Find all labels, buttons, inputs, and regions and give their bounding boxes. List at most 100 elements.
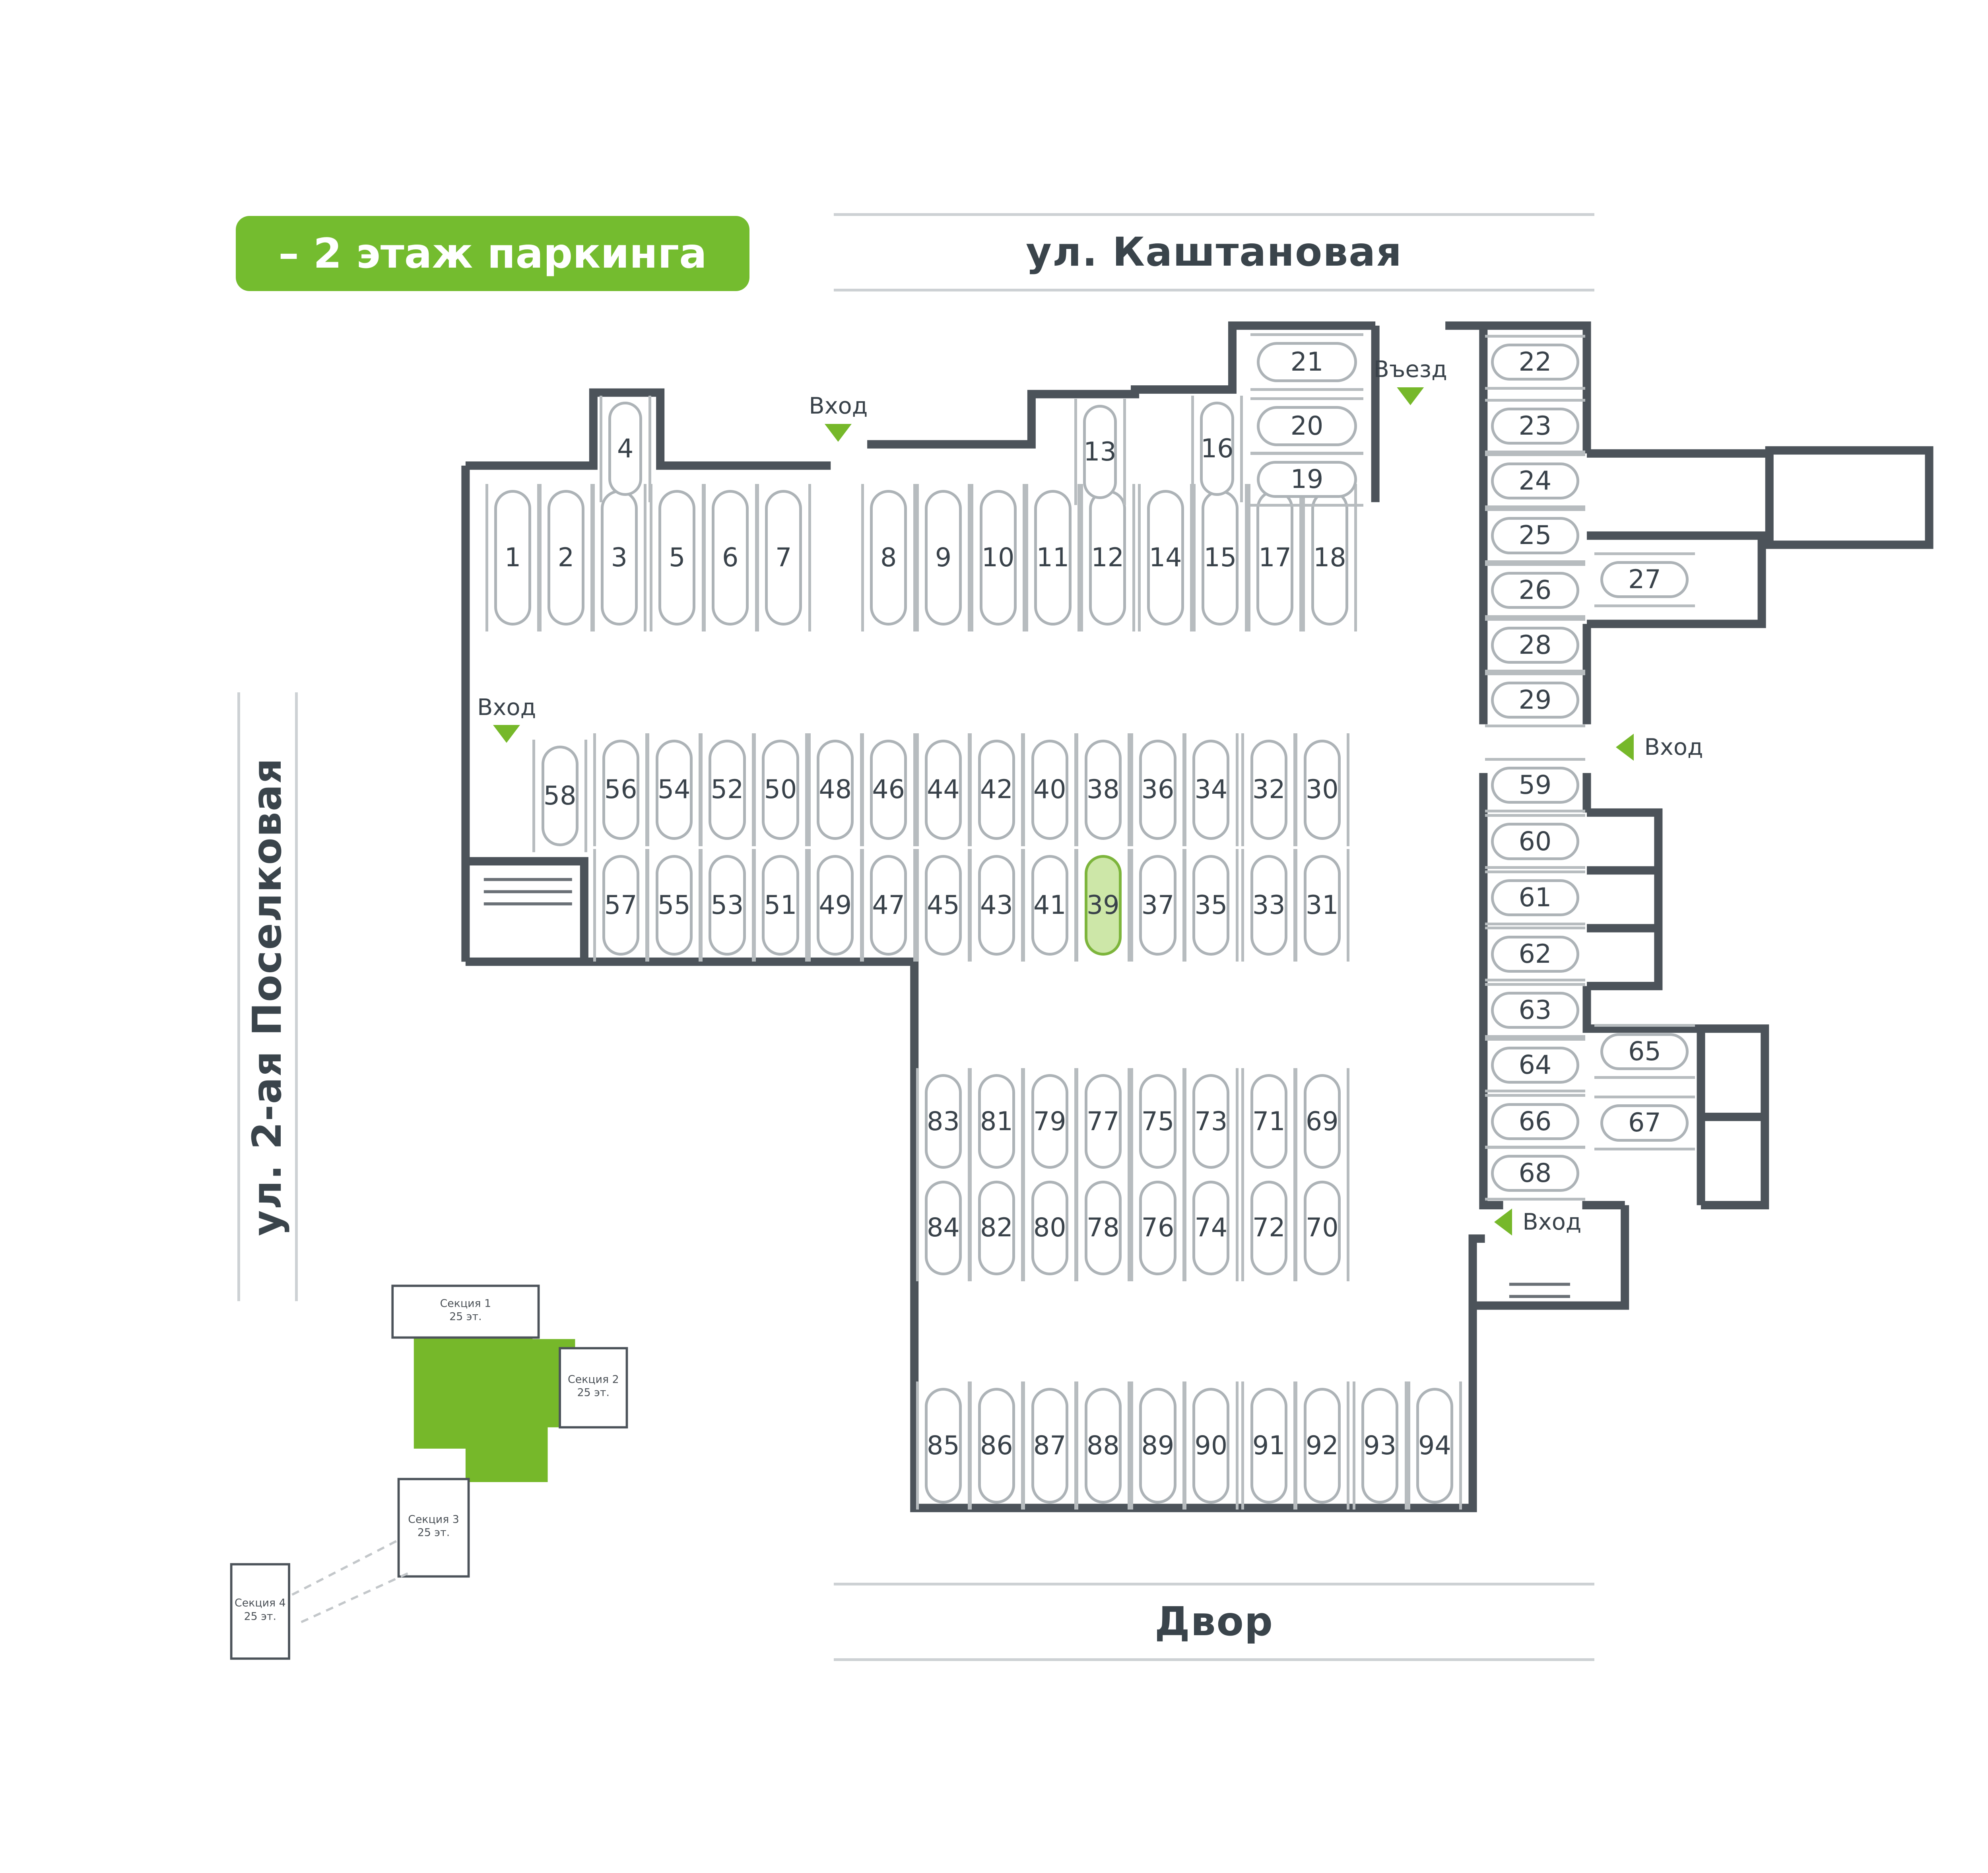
parking-spot-57[interactable]: 57 [593, 849, 648, 962]
parking-spot-73[interactable]: 73 [1184, 1068, 1239, 1175]
parking-spot-4[interactable]: 4 [599, 395, 651, 502]
parking-spot-14[interactable]: 14 [1138, 484, 1193, 631]
parking-spot-32[interactable]: 32 [1241, 733, 1297, 846]
parking-spot-93[interactable]: 93 [1352, 1381, 1408, 1510]
parking-spot-20[interactable]: 20 [1250, 397, 1363, 455]
parking-spot-53[interactable]: 53 [700, 849, 755, 962]
parking-spot-23[interactable]: 23 [1485, 398, 1586, 454]
parking-spot-82[interactable]: 82 [969, 1175, 1024, 1281]
parking-spot-18[interactable]: 18 [1302, 484, 1357, 631]
parking-spot-22[interactable]: 22 [1485, 334, 1586, 390]
parking-spot-1[interactable]: 1 [485, 484, 540, 631]
parking-spot-12[interactable]: 12 [1080, 484, 1135, 631]
parking-spot-19[interactable]: 19 [1250, 452, 1363, 507]
parking-spot-17[interactable]: 17 [1247, 484, 1303, 631]
parking-spot-24[interactable]: 24 [1485, 453, 1586, 509]
parking-spot-6[interactable]: 6 [703, 484, 758, 631]
parking-spot-58[interactable]: 58 [532, 739, 588, 852]
parking-spot-28[interactable]: 28 [1485, 618, 1586, 673]
parking-spot-45[interactable]: 45 [916, 849, 971, 962]
parking-spot-75[interactable]: 75 [1130, 1068, 1185, 1175]
parking-spot-40[interactable]: 40 [1022, 733, 1077, 846]
parking-spot-80[interactable]: 80 [1022, 1175, 1077, 1281]
spot-number: 22 [1518, 347, 1552, 377]
parking-spot-13[interactable]: 13 [1074, 398, 1126, 505]
parking-spot-81[interactable]: 81 [969, 1068, 1024, 1175]
parking-spot-76[interactable]: 76 [1130, 1175, 1185, 1281]
parking-spot-92[interactable]: 92 [1295, 1381, 1350, 1510]
spot-number: 73 [1194, 1106, 1228, 1137]
parking-spot-79[interactable]: 79 [1022, 1068, 1077, 1175]
parking-spot-41[interactable]: 41 [1022, 849, 1077, 962]
parking-spot-84[interactable]: 84 [916, 1175, 971, 1281]
parking-spot-33[interactable]: 33 [1241, 849, 1297, 962]
parking-spot-44[interactable]: 44 [916, 733, 971, 846]
parking-spot-90[interactable]: 90 [1184, 1381, 1239, 1510]
parking-spot-60[interactable]: 60 [1485, 814, 1586, 869]
spot-number: 67 [1628, 1108, 1661, 1138]
parking-spot-25[interactable]: 25 [1485, 508, 1586, 563]
entrance-arrow-icon [1616, 733, 1634, 761]
parking-spot-85[interactable]: 85 [916, 1381, 971, 1510]
parking-spot-50[interactable]: 50 [753, 733, 808, 846]
parking-spot-37[interactable]: 37 [1130, 849, 1185, 962]
parking-spot-65[interactable]: 65 [1594, 1024, 1695, 1079]
parking-spot-11[interactable]: 11 [1025, 484, 1080, 631]
parking-spot-63[interactable]: 63 [1485, 983, 1586, 1038]
minimap-active-building[interactable] [414, 1317, 575, 1482]
parking-spot-15[interactable]: 15 [1192, 484, 1248, 631]
parking-spot-67[interactable]: 67 [1594, 1096, 1695, 1150]
parking-spot-35[interactable]: 35 [1184, 849, 1239, 962]
parking-spot-48[interactable]: 48 [808, 733, 863, 846]
parking-spot-31[interactable]: 31 [1295, 849, 1350, 962]
parking-spot-61[interactable]: 61 [1485, 870, 1586, 925]
parking-spot-91[interactable]: 91 [1241, 1381, 1297, 1510]
parking-spot-34[interactable]: 34 [1184, 733, 1239, 846]
parking-spot-62[interactable]: 62 [1485, 927, 1586, 982]
parking-spot-3[interactable]: 3 [592, 484, 647, 631]
parking-spot-56[interactable]: 56 [593, 733, 648, 846]
parking-spot-36[interactable]: 36 [1130, 733, 1185, 846]
parking-spot-9[interactable]: 9 [916, 484, 971, 631]
parking-spot-72[interactable]: 72 [1241, 1175, 1297, 1281]
parking-spot-71[interactable]: 71 [1241, 1068, 1297, 1175]
parking-spot-39[interactable]: 39 [1076, 849, 1131, 962]
parking-spot-16[interactable]: 16 [1191, 395, 1243, 502]
parking-spot-2[interactable]: 2 [538, 484, 594, 631]
parking-spot-55[interactable]: 55 [646, 849, 701, 962]
parking-spot-77[interactable]: 77 [1076, 1068, 1131, 1175]
parking-spot-66[interactable]: 66 [1485, 1094, 1586, 1149]
parking-spot-52[interactable]: 52 [700, 733, 755, 846]
parking-spot-38[interactable]: 38 [1076, 733, 1131, 846]
parking-spot-70[interactable]: 70 [1295, 1175, 1350, 1281]
parking-spot-26[interactable]: 26 [1485, 563, 1586, 618]
parking-spot-30[interactable]: 30 [1295, 733, 1350, 846]
entrance-arrow-icon [1494, 1208, 1512, 1236]
parking-spot-49[interactable]: 49 [808, 849, 863, 962]
parking-spot-21[interactable]: 21 [1250, 333, 1363, 391]
parking-spot-27[interactable]: 27 [1594, 552, 1695, 607]
parking-spot-83[interactable]: 83 [916, 1068, 971, 1175]
parking-spot-47[interactable]: 47 [861, 849, 916, 962]
parking-spot-10[interactable]: 10 [971, 484, 1026, 631]
parking-spot-69[interactable]: 69 [1295, 1068, 1350, 1175]
parking-spot-64[interactable]: 64 [1485, 1038, 1586, 1093]
parking-spot-94[interactable]: 94 [1407, 1381, 1462, 1510]
parking-spot-8[interactable]: 8 [861, 484, 916, 631]
parking-spot-46[interactable]: 46 [861, 733, 916, 846]
parking-spot-68[interactable]: 68 [1485, 1146, 1586, 1201]
parking-spot-74[interactable]: 74 [1184, 1175, 1239, 1281]
parking-spot-86[interactable]: 86 [969, 1381, 1024, 1510]
parking-spot-54[interactable]: 54 [646, 733, 701, 846]
parking-spot-88[interactable]: 88 [1076, 1381, 1131, 1510]
parking-spot-42[interactable]: 42 [969, 733, 1024, 846]
parking-spot-43[interactable]: 43 [969, 849, 1024, 962]
parking-spot-78[interactable]: 78 [1076, 1175, 1131, 1281]
parking-spot-29[interactable]: 29 [1485, 672, 1586, 728]
parking-spot-51[interactable]: 51 [753, 849, 808, 962]
parking-spot-59[interactable]: 59 [1485, 758, 1586, 813]
parking-spot-87[interactable]: 87 [1022, 1381, 1077, 1510]
parking-spot-5[interactable]: 5 [649, 484, 705, 631]
parking-spot-7[interactable]: 7 [756, 484, 811, 631]
parking-spot-89[interactable]: 89 [1130, 1381, 1185, 1510]
